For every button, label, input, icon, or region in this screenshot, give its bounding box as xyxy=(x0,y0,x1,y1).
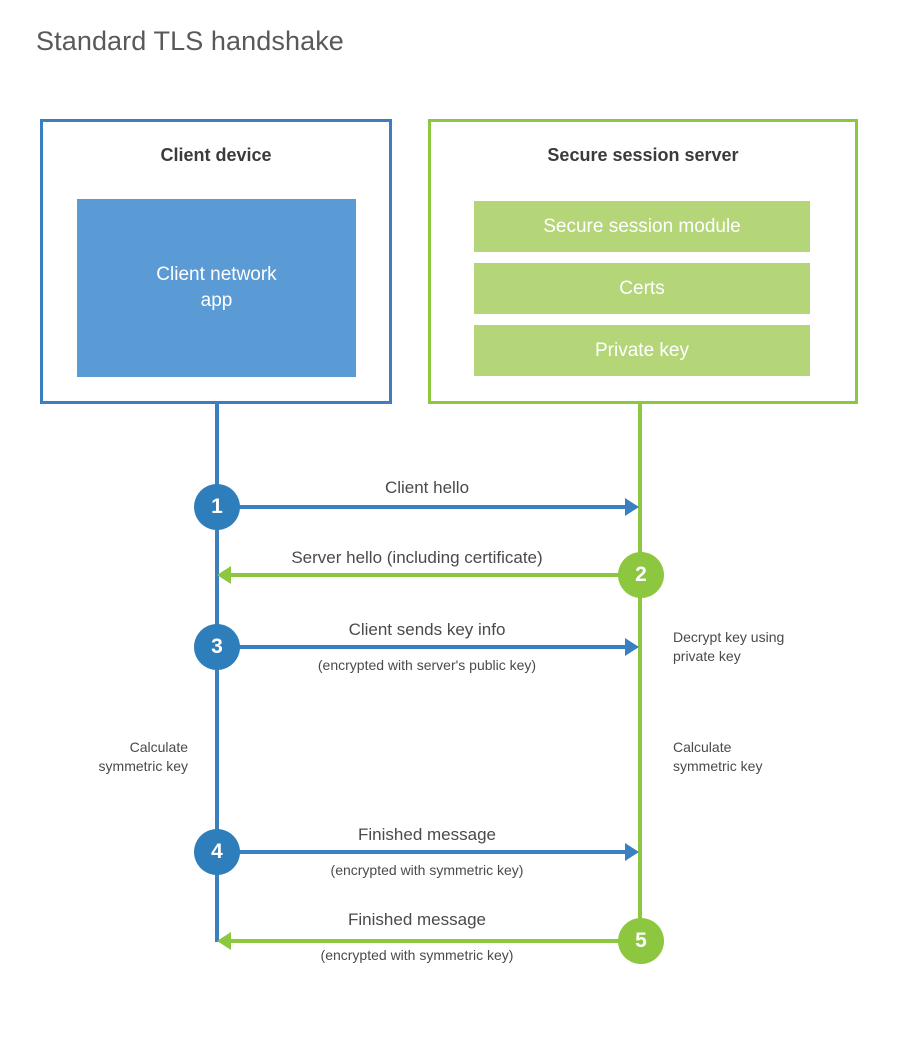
client-device-box: Client device Client network app xyxy=(40,119,392,404)
step-5-primary-label: Finished message xyxy=(348,910,486,929)
step-4-arrow-head-icon xyxy=(625,843,639,861)
step-1-arrow-shaft xyxy=(217,505,626,509)
step-1-arrow-head-icon xyxy=(625,498,639,516)
server-calculate-symmetric-key-note: Calculate symmetric key xyxy=(673,738,863,776)
client-lifeline xyxy=(215,404,219,942)
server-component-secure-session-module: Secure session module xyxy=(474,201,810,252)
secure-session-server-title: Secure session server xyxy=(547,145,739,165)
page-title: Standard TLS handshake xyxy=(36,26,344,56)
step-5-arrow-head-icon xyxy=(217,932,231,950)
client-calculate-symmetric-key-note: Calculate symmetric key xyxy=(20,738,188,776)
server-lifeline xyxy=(638,404,642,941)
step-5-badge: 5 xyxy=(618,918,664,964)
decrypt-key-note: Decrypt key using private key xyxy=(673,628,863,666)
step-1-badge: 1 xyxy=(194,484,240,530)
step-4-secondary-label: (encrypted with symmetric key) xyxy=(330,862,524,878)
client-device-title: Client device xyxy=(160,145,272,165)
step-3-secondary-label: (encrypted with server's public key) xyxy=(317,657,537,673)
server-calc-note-line1: Calculate xyxy=(673,739,732,755)
step-4-badge: 4 xyxy=(194,829,240,875)
step-1-primary-label: Client hello xyxy=(384,478,470,497)
step-3-arrow-shaft xyxy=(217,645,626,649)
step-5-secondary-label: (encrypted with symmetric key) xyxy=(320,947,514,963)
step-4-primary-label: Finished message xyxy=(358,825,496,844)
step-3-arrow-head-icon xyxy=(625,638,639,656)
decrypt-key-note-line1: Decrypt key using xyxy=(673,629,785,645)
step-3-primary-label: Client sends key info xyxy=(348,620,506,639)
decrypt-key-note-line2: private key xyxy=(673,648,741,664)
secure-session-server-box: Secure session server Secure session mod… xyxy=(428,119,858,404)
client-network-app-block: Client network app xyxy=(77,199,356,377)
server-component-private-key: Private key xyxy=(474,325,810,376)
client-app-label-line1: Client network xyxy=(156,264,277,285)
client-app-label-line2: app xyxy=(200,290,233,311)
step-2-badge: 2 xyxy=(618,552,664,598)
step-2-arrow-head-icon xyxy=(217,566,231,584)
server-calc-note-line2: symmetric key xyxy=(673,758,763,774)
step-2-primary-label: Server hello (including certificate) xyxy=(291,548,543,567)
step-5-arrow-shaft xyxy=(231,939,629,943)
client-calc-note-line1: Calculate xyxy=(129,739,188,755)
server-component-certs: Certs xyxy=(474,263,810,314)
client-calc-note-line2: symmetric key xyxy=(98,758,188,774)
step-2-arrow-shaft xyxy=(231,573,629,577)
step-3-badge: 3 xyxy=(194,624,240,670)
step-4-arrow-shaft xyxy=(217,850,626,854)
